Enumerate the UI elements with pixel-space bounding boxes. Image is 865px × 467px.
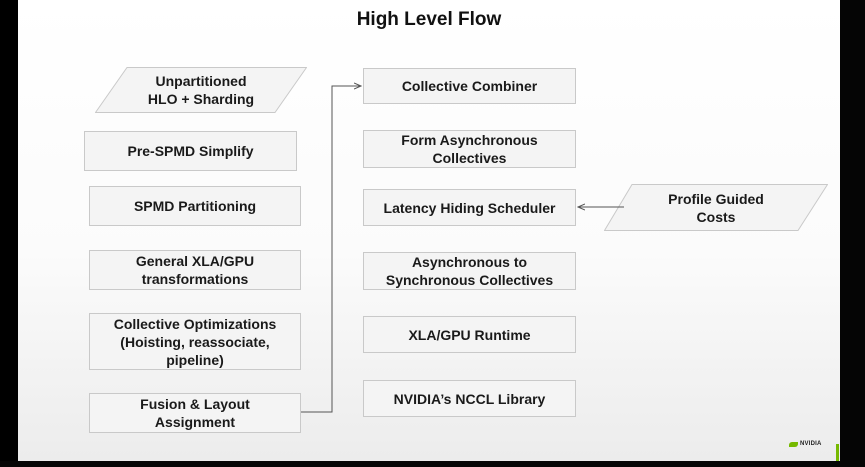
collective-combiner-node: Collective Combiner: [363, 68, 576, 104]
async-to-sync-node: Asynchronous to Synchronous Collectives: [363, 252, 576, 290]
nvidia-logo-text: NVIDIA: [800, 441, 822, 447]
fusion-layout-node: Fusion & Layout Assignment: [89, 393, 301, 433]
unpartitioned-label: Unpartitioned HLO + Sharding: [147, 73, 255, 107]
spmd-partitioning-node: SPMD Partitioning: [89, 186, 301, 226]
general-xla-gpu-node: General XLA/GPU transformations: [89, 250, 301, 290]
pre-spmd-simplify-node: Pre-SPMD Simplify: [84, 131, 297, 171]
profile-guided-costs-label: Profile Guided Costs: [668, 190, 764, 225]
progress-accent: [836, 444, 839, 461]
collective-optimizations-node: Collective Optimizations (Hoisting, reas…: [89, 313, 301, 370]
bottom-border-strip: [0, 461, 865, 467]
xla-gpu-runtime-node: XLA/GPU Runtime: [363, 316, 576, 353]
connectors: [301, 0, 624, 413]
slide: High Level Flow Unpartitioned HLO + Shar…: [18, 0, 840, 461]
nccl-library-node: NVIDIA’s NCCL Library: [363, 380, 576, 417]
fusion-to-combiner-connector: [301, 86, 361, 413]
right-border-strip: [840, 0, 865, 467]
nvidia-logo: NVIDIA: [789, 441, 822, 447]
form-async-collectives-node: Form Asynchronous Collectives: [363, 130, 576, 168]
latency-hiding-scheduler-node: Latency Hiding Scheduler: [363, 189, 576, 226]
parallelogram-shape: [604, 184, 828, 231]
parallelogram-shape: [95, 67, 307, 113]
profile-guided-costs-node: Profile Guided Costs: [604, 184, 828, 231]
slide-title: High Level Flow: [356, 9, 502, 30]
nvidia-eye-icon: [789, 441, 798, 447]
unpartitioned-hlo-node: Unpartitioned HLO + Sharding: [95, 67, 307, 113]
